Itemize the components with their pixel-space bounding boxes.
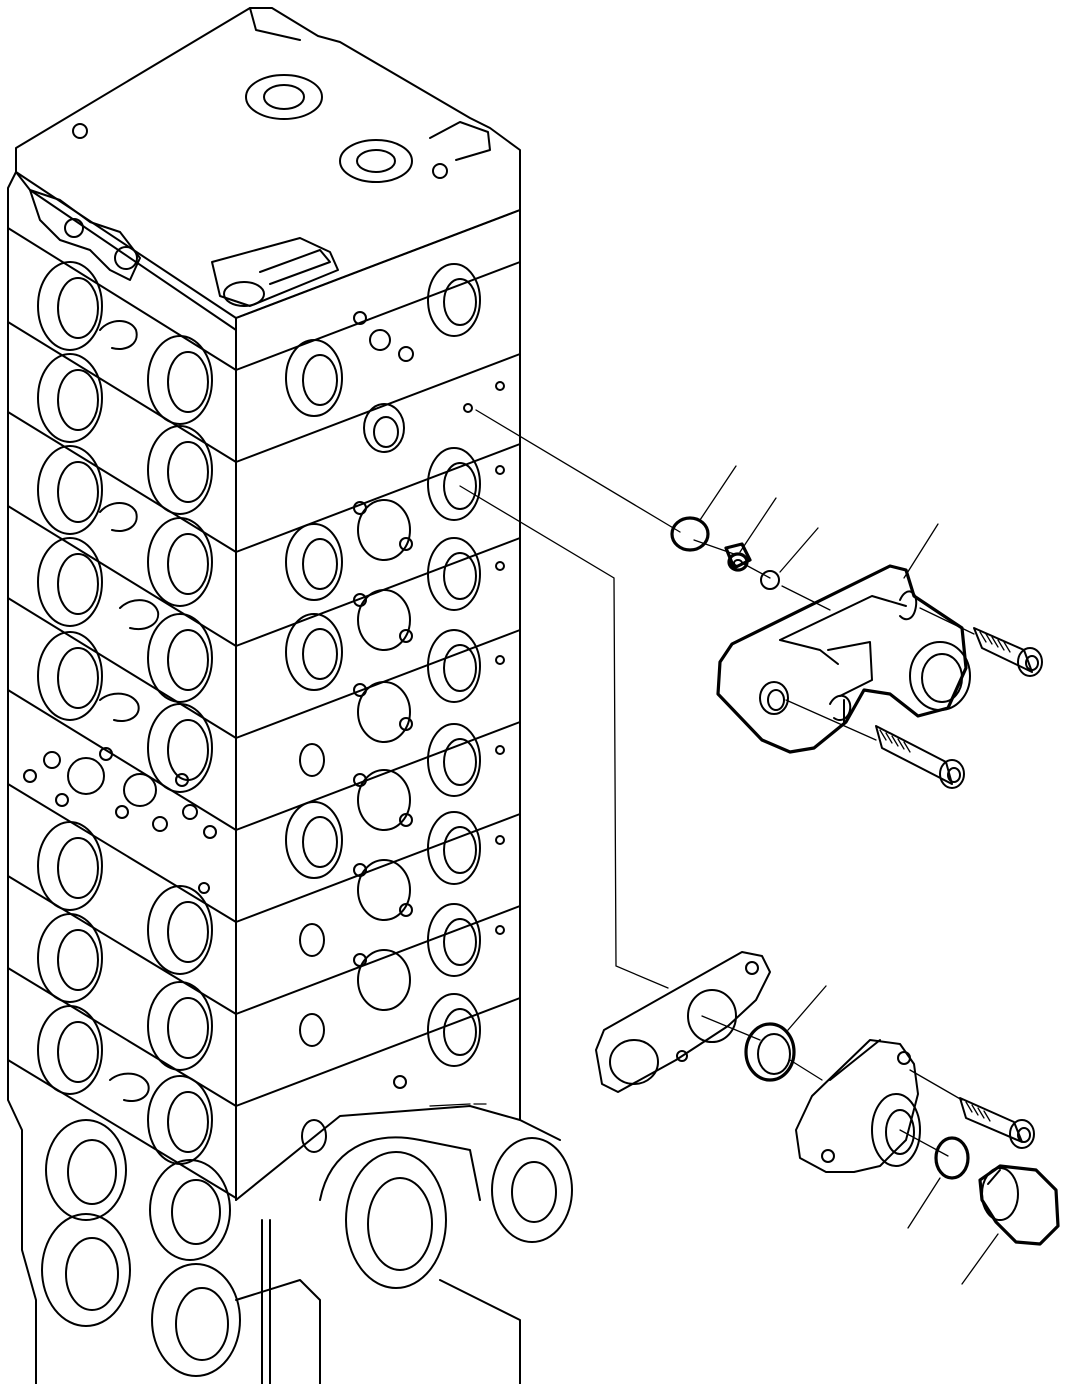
connector-block-part bbox=[716, 564, 971, 754]
flange-bolt bbox=[959, 1097, 1035, 1149]
valve-base-section bbox=[41, 1105, 573, 1384]
valve-stack-outline bbox=[7, 171, 37, 1384]
o-ring-part bbox=[670, 516, 710, 552]
o-ring-lower-part bbox=[934, 1136, 970, 1180]
section-lines-right-face bbox=[235, 261, 521, 1107]
plug-part bbox=[978, 1164, 1060, 1246]
callout-leader-plate bbox=[787, 985, 827, 1031]
right-face-ports bbox=[285, 263, 505, 1153]
left-face-ports bbox=[23, 189, 217, 1165]
cover-flange-part bbox=[795, 1039, 921, 1173]
callout-leader-spacer bbox=[739, 497, 777, 553]
callout-leaders bbox=[699, 465, 999, 1285]
callout-leader-block bbox=[903, 523, 939, 579]
break-line bbox=[429, 1103, 487, 1107]
callout-leader-ball bbox=[779, 527, 819, 573]
valve-block-stack bbox=[7, 7, 573, 1384]
valve-top-cover bbox=[15, 7, 521, 331]
section-lines-left-face bbox=[7, 227, 237, 1199]
callout-leader-oring-2 bbox=[907, 1177, 941, 1229]
upper-exploded-parts bbox=[670, 516, 1043, 789]
callout-leader-oring bbox=[699, 465, 737, 521]
callout-leader-plug bbox=[961, 1233, 999, 1285]
gasket-plate-part bbox=[595, 951, 771, 1093]
spacer-part bbox=[724, 542, 752, 572]
lower-exploded-parts bbox=[595, 951, 1060, 1246]
ball-part bbox=[760, 570, 780, 590]
socket-bolt-upper bbox=[973, 627, 1043, 677]
socket-bolt-lower bbox=[875, 725, 965, 789]
orifice-disc-part bbox=[744, 1022, 796, 1082]
